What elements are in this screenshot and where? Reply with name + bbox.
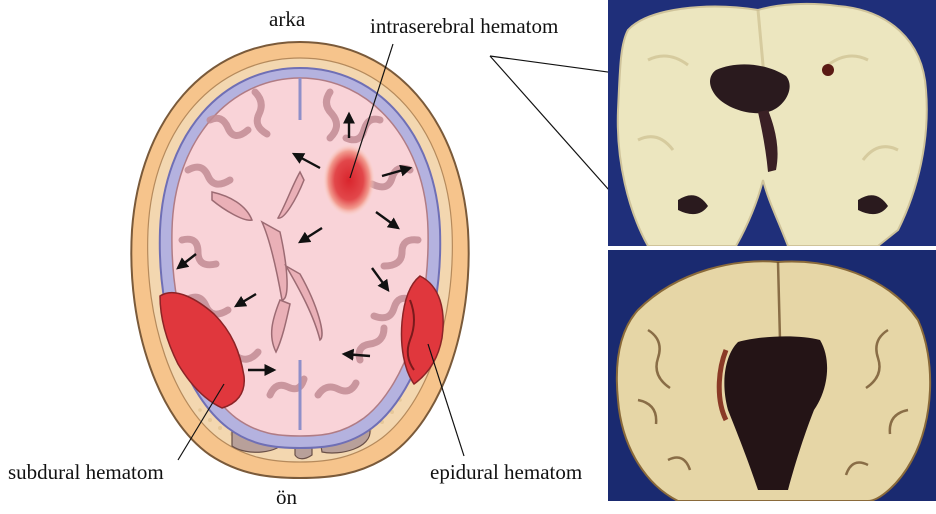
specimen-photo-bottom <box>608 250 936 501</box>
label-epidural-hematoma: epidural hematom <box>430 462 582 483</box>
intracerebral-hematoma <box>323 144 375 216</box>
specimen-photo-top <box>608 0 936 246</box>
label-subdural-hematoma: subdural hematom <box>8 462 164 483</box>
blood-spot-top <box>822 64 834 76</box>
brain-section-illustration <box>0 0 610 514</box>
label-intracerebral-hematoma: intraserebral hematom <box>370 16 558 37</box>
label-posterior: arka <box>269 9 305 30</box>
label-anterior: ön <box>276 487 297 508</box>
